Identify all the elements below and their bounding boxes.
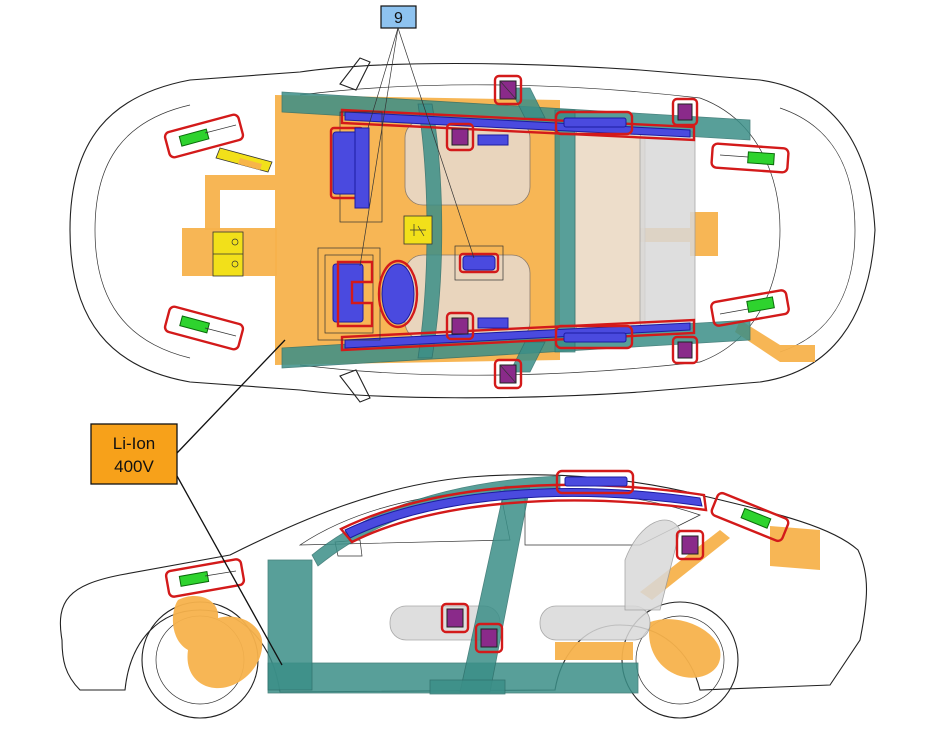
curtain-inflator-right	[554, 324, 634, 350]
pretensioner-bottom	[493, 358, 523, 390]
seat-airbags	[477, 134, 509, 329]
pretensioner-side-b	[474, 622, 504, 654]
pretensioner-top	[493, 74, 523, 106]
callout-9: 9	[359, 5, 475, 267]
inflator-front-right	[445, 311, 475, 341]
battery-label-line1: Li-Ion	[113, 434, 156, 453]
callout-9-box	[380, 5, 417, 29]
b-pillar-bar	[554, 109, 576, 353]
gas-strut-front-left	[163, 113, 245, 159]
b-pillar-side	[459, 485, 531, 693]
side-view	[59, 469, 868, 719]
gas-strut-rear-left	[710, 142, 790, 174]
pretensioner-side-rear	[675, 529, 705, 561]
warning-box	[403, 215, 433, 245]
gas-strut-side-rear	[710, 491, 790, 543]
battery-callout: Li-Ion 400V	[90, 339, 286, 666]
curtain-inflator-left	[554, 110, 634, 136]
passenger-airbag	[329, 111, 383, 223]
battery-label-line2: 400V	[114, 457, 154, 476]
callout-9-text: 9	[394, 10, 403, 27]
inflator-front-left	[445, 122, 475, 152]
knee-airbag	[454, 245, 504, 281]
side-curtain-inflator	[555, 469, 635, 495]
inflator-rear-right	[671, 335, 699, 365]
gas-strut-front-right	[163, 305, 245, 351]
pretensioner-side-front	[440, 602, 470, 634]
driver-airbag	[317, 247, 419, 341]
battery-label-box	[90, 423, 178, 485]
12v-battery	[212, 231, 244, 277]
gas-strut-rear-right	[710, 289, 790, 327]
inflator-rear-left	[671, 97, 699, 127]
top-view-body-outline	[69, 62, 876, 399]
rear-seats	[574, 129, 696, 331]
hv-rear-cable	[735, 320, 815, 362]
warning-strip	[215, 147, 273, 173]
curtain-airbag-side	[344, 488, 703, 539]
top-view	[69, 57, 876, 403]
